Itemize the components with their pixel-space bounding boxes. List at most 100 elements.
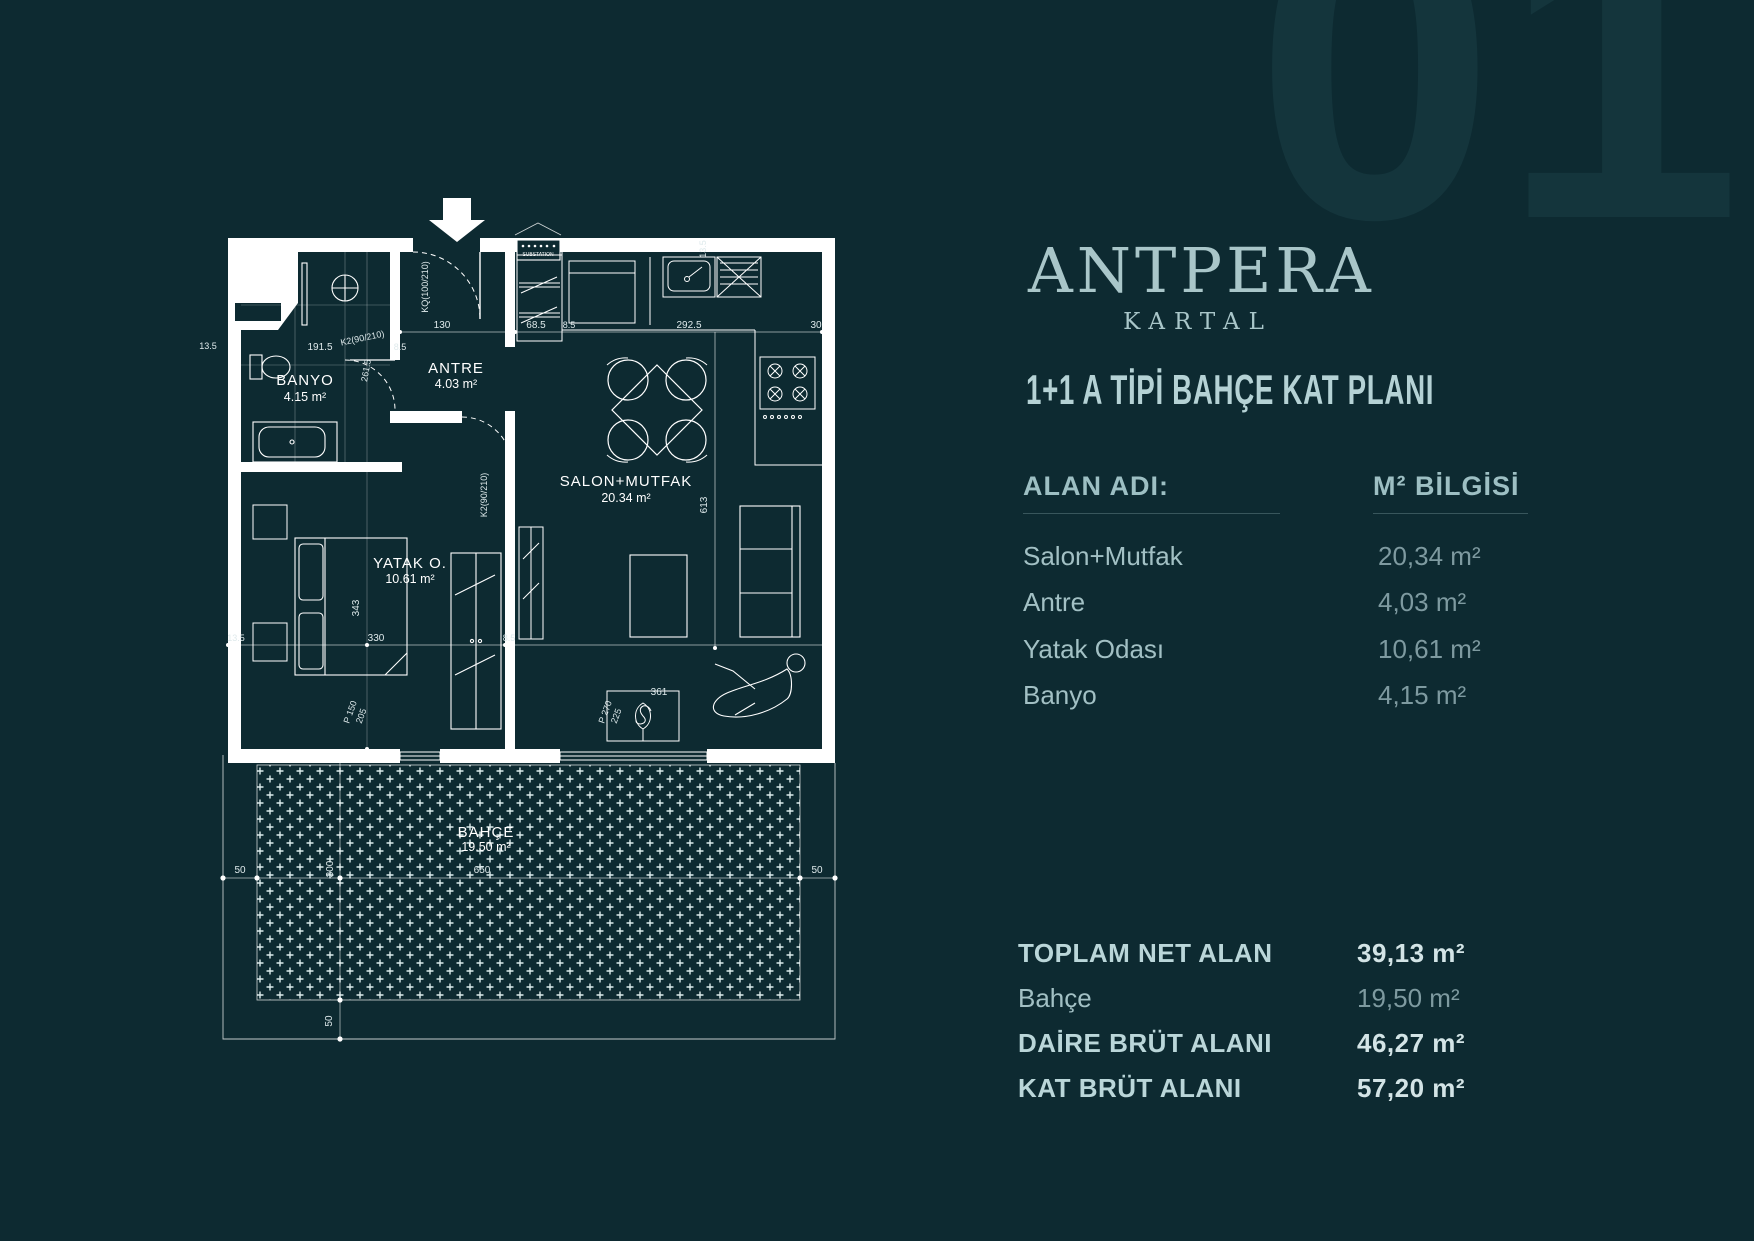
garden-hatch [256,764,801,1001]
table-row: Yatak Odası 10,61 m² [1023,634,1543,664]
shower-icon [301,262,359,326]
room-name: Banyo [1023,680,1097,710]
wardrobe-icon [450,552,502,730]
svg-text:YATAK O.: YATAK O. [373,555,447,572]
svg-text:225: 225 [609,707,624,725]
room-name: Antre [1023,587,1086,617]
summary-label: DAİRE BRÜT ALANI [1018,1028,1273,1058]
svg-text:13.5: 13.5 [698,240,708,258]
svg-text:8.5: 8.5 [503,633,516,643]
dimension-dots [220,330,838,1042]
sofa-icon [739,505,801,638]
brand-logo: ANTPERA [1028,234,1375,307]
summary-value: 57,20 m² [1357,1073,1466,1103]
bathroom-fixtures [241,252,390,463]
room-size: 10,61 m² [1378,634,1481,664]
room-name: Yatak Odası [1023,634,1165,664]
table-row: Salon+Mutfak 20,34 m² [1023,541,1543,571]
svg-text:KQ(100/210): KQ(100/210) [420,261,430,313]
summary-value: 39,13 m² [1357,938,1466,968]
dresser-icon [518,526,544,640]
room-size: 4,03 m² [1378,587,1467,617]
brand-block: ANTPERA KARTAL [1028,234,1375,336]
property-boundary [222,755,836,1040]
room-label-yatak: YATAK O. 10.61 m² [373,555,447,586]
header-underline-left [1023,513,1280,514]
svg-text:BANYO: BANYO [276,372,334,389]
table-header-name: ALAN ADI: [1023,471,1169,501]
svg-text:ANTRE: ANTRE [428,360,484,377]
exterior-corner [228,242,298,330]
summary-value: 46,27 m² [1357,1028,1466,1058]
svg-text:4.03 m²: 4.03 m² [435,377,477,391]
summary-row: Bahçe 19,50 m² [1018,983,1558,1013]
dimension-lines [223,238,835,879]
svg-text:13.5: 13.5 [199,341,217,351]
window-icon [399,751,708,761]
svg-text:10.61 m²: 10.61 m² [385,572,434,586]
svg-text:613: 613 [699,496,710,513]
svg-text:K2(90/210): K2(90/210) [340,329,386,348]
svg-text:50: 50 [324,1015,335,1027]
sink-icon [662,256,716,298]
room-size: 20,34 m² [1378,541,1481,571]
summary-row: DAİRE BRÜT ALANI 46,27 m² [1018,1028,1558,1058]
room-name: Salon+Mutfak [1023,541,1183,571]
drainer-icon [716,256,762,298]
boiler-unit-icon: SUBSTATION [514,222,562,261]
svg-text:20.34 m²: 20.34 m² [601,491,650,505]
bathtub-icon [252,421,338,463]
door-swings [344,251,513,468]
page-number-watermark: 01 [1255,0,1748,309]
svg-text:4.15 m²: 4.15 m² [284,390,326,404]
summary-row: TOPLAM NET ALAN 39,13 m² [1018,938,1558,968]
summary-label: TOPLAM NET ALAN [1018,938,1273,968]
svg-text:650: 650 [474,865,491,876]
summary-label: KAT BRÜT ALANI [1018,1073,1242,1103]
svg-text:SALON+MUTFAK: SALON+MUTFAK [560,473,692,490]
svg-text:205: 205 [354,707,369,725]
room-label-antre: ANTRE 4.03 m² [428,360,484,391]
toilet-icon [249,354,291,380]
svg-text:261.5: 261.5 [359,359,373,383]
svg-text:292.5: 292.5 [676,320,701,331]
svg-text:13.5: 13.5 [227,633,245,643]
svg-text:191.5: 191.5 [307,342,332,353]
svg-text:8.5: 8.5 [394,342,407,352]
svg-text:68.5: 68.5 [526,320,546,331]
svg-text:343: 343 [351,599,362,616]
svg-text:30: 30 [810,320,822,331]
svg-text:BAHÇE: BAHÇE [458,824,515,841]
tv-unit-icon [606,690,680,742]
room-label-banyo: BANYO 4.15 m² [276,372,334,404]
header-underline-right [1373,513,1528,514]
svg-text:K2(90/210): K2(90/210) [479,473,489,518]
entry-arrow-icon [429,198,485,242]
summary-label: Bahçe [1018,983,1092,1013]
room-label-salon: SALON+MUTFAK 20.34 m² [560,473,692,505]
kitchen-counter [561,252,822,466]
fridge-icon [568,260,636,324]
summary-row: KAT BRÜT ALANI 57,20 m² [1018,1073,1558,1103]
coffee-table-icon [629,554,688,638]
svg-text:50: 50 [234,865,246,876]
dining-set-icon [606,357,708,463]
brand-location: KARTAL [1123,309,1273,336]
svg-text:330: 330 [368,633,385,644]
summary-value: 19,50 m² [1357,983,1460,1013]
floorplan-drawing: SUBSTATION [199,198,838,1042]
table-row: Banyo 4,15 m² [1023,680,1543,710]
table-header-size: M² BİLGİSİ [1373,471,1520,501]
person-figure [712,653,806,718]
svg-text:300: 300 [325,860,336,877]
svg-text:19.50 m²: 19.50 m² [461,840,510,854]
svg-text:361: 361 [651,687,668,698]
room-size: 4,15 m² [1378,680,1467,710]
room-label-bahce: BAHÇE 19.50 m² [458,824,515,854]
svg-text:50: 50 [811,865,823,876]
nightstand-icon [252,504,288,662]
stove-icon [759,356,816,419]
svg-text:130: 130 [434,320,451,331]
table-row: Antre 4,03 m² [1023,587,1543,617]
